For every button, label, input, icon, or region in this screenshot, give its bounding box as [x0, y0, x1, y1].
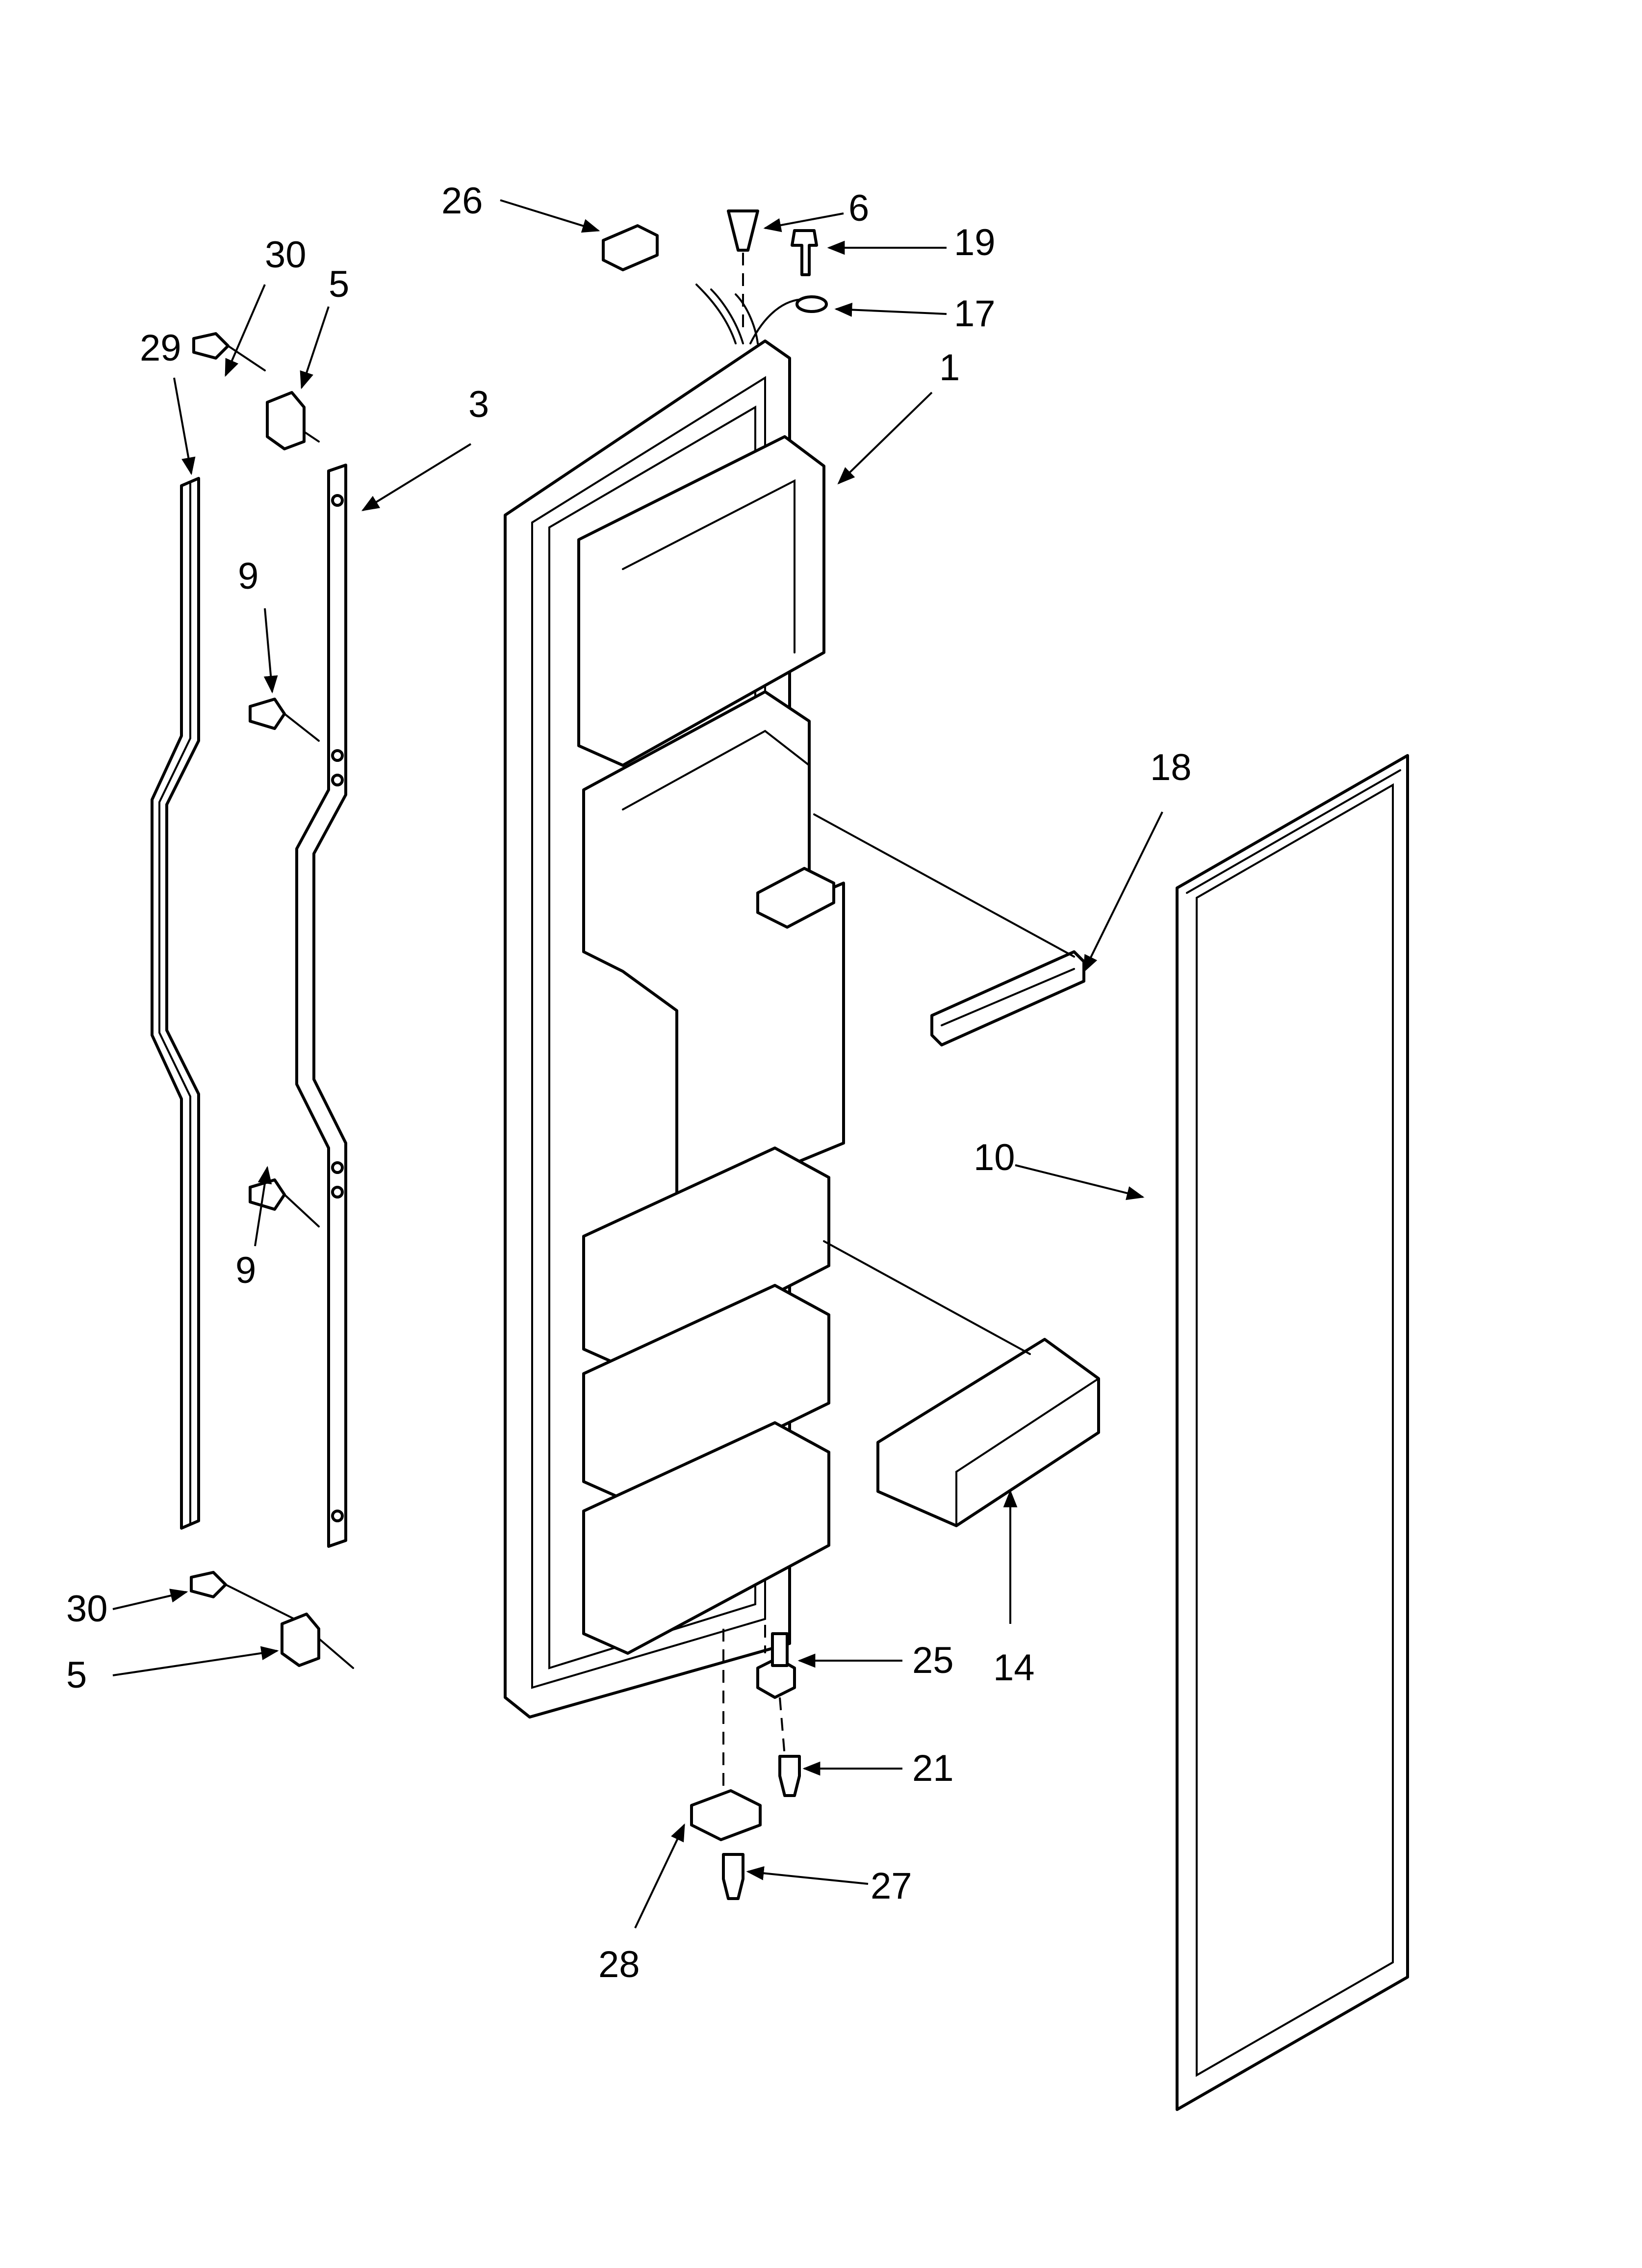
leader-lines	[112, 199, 1163, 1929]
trim-strip-part	[151, 477, 200, 1530]
callout-18: 18	[1150, 747, 1192, 788]
callout-9-lower: 9	[235, 1250, 256, 1291]
callout-5-upper: 5	[329, 263, 349, 305]
callout-3: 3	[468, 384, 489, 425]
trim-channel-18-part	[813, 813, 1085, 1046]
connector-26-part	[602, 224, 659, 271]
callout-1: 1	[939, 347, 960, 389]
screw-30-lower	[190, 1571, 295, 1620]
door-gasket-10-part	[1176, 754, 1409, 2111]
callout-14: 14	[993, 1647, 1035, 1689]
callout-29: 29	[140, 327, 181, 369]
callout-27: 27	[871, 1865, 912, 1907]
screw-9-upper	[249, 698, 320, 742]
door-bin-14-part	[823, 1240, 1100, 1527]
callout-19: 19	[954, 222, 996, 263]
handle-bar-part	[295, 464, 347, 1548]
callout-6: 6	[848, 187, 869, 229]
screw-27-part	[722, 1853, 744, 1900]
plug-6-part	[727, 209, 759, 252]
door-panel-part	[504, 284, 845, 1719]
callout-26: 26	[441, 180, 483, 222]
screw-30-upper	[192, 332, 266, 371]
callout-labels: 26 6 19 17 1 30 5 29 3 9 18 10 9 30 5 25…	[66, 180, 1192, 1985]
callout-30-upper: 30	[265, 234, 307, 276]
callout-25: 25	[912, 1640, 954, 1681]
screw-21-part	[778, 1755, 801, 1797]
callout-9-upper: 9	[238, 555, 258, 597]
callout-30-lower: 30	[66, 1588, 108, 1630]
callout-21: 21	[912, 1747, 954, 1789]
screw-19-part	[791, 229, 818, 276]
callout-28: 28	[598, 1944, 640, 1985]
hinge-28-part	[690, 1789, 762, 1841]
hinge-pin-25-part	[756, 1632, 796, 1699]
bracket-5-upper	[266, 391, 320, 450]
ground-wire-17-part	[795, 295, 828, 313]
callout-10: 10	[974, 1137, 1015, 1178]
callout-17: 17	[954, 293, 996, 335]
callout-5-lower: 5	[66, 1654, 87, 1696]
bracket-5-lower	[281, 1613, 354, 1669]
screw-9-lower	[249, 1178, 320, 1227]
